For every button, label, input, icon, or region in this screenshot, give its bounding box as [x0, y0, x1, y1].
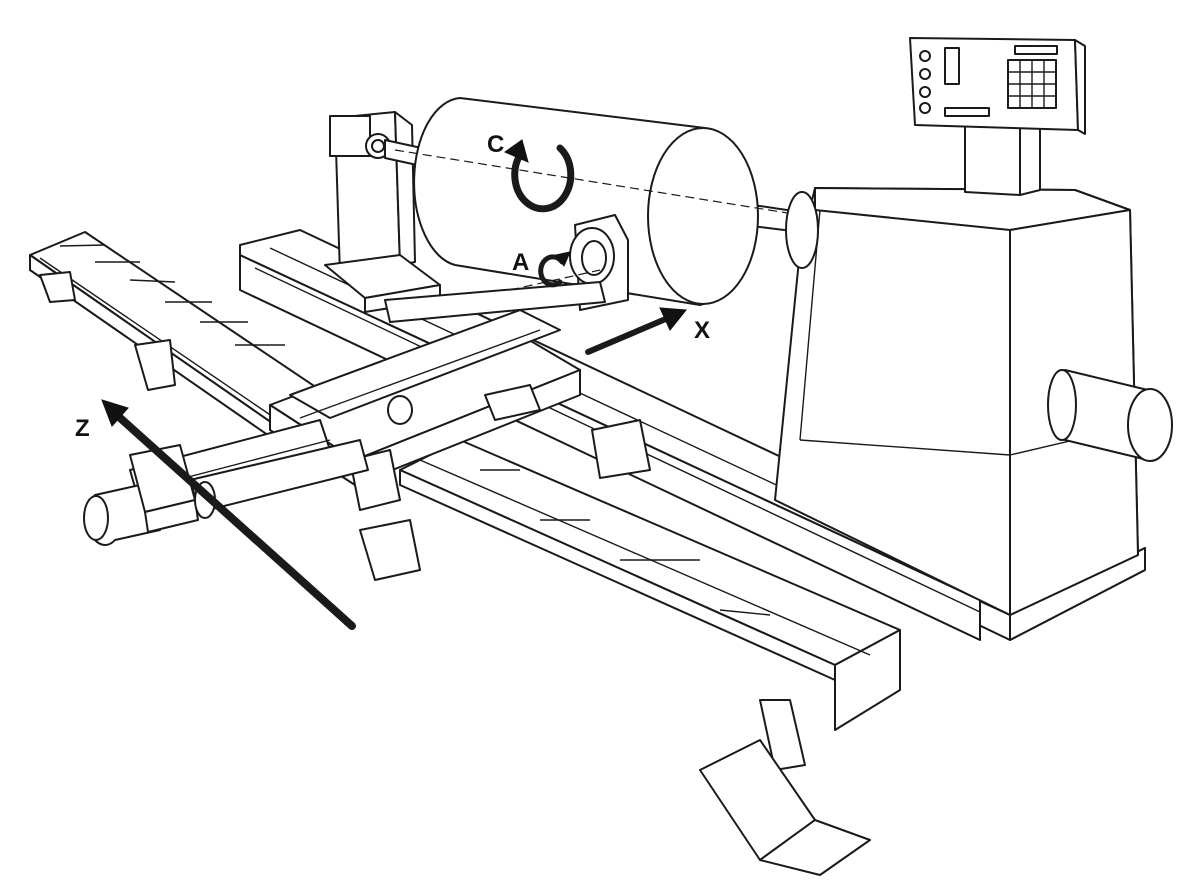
spindle-output-shaft: [1047, 369, 1173, 462]
rotation-a-label: A: [512, 249, 529, 276]
panel-knob-icon: [919, 86, 931, 98]
delivery-eye: [384, 214, 629, 323]
control-panel-mast: [964, 117, 1041, 196]
mandrel-cylinder: [394, 97, 801, 306]
carriage-rail-right: [399, 439, 901, 876]
x-axis-arrow: X: [585, 307, 710, 355]
panel-knob-icon: [919, 50, 931, 62]
keypad: [1007, 59, 1057, 109]
carriage-rail-left: [29, 231, 336, 441]
z-axis-label: Z: [75, 415, 90, 442]
feed-arm: [83, 444, 216, 546]
rotation-a-arrow: A: [512, 249, 571, 288]
rotation-c-label: C: [487, 131, 504, 158]
z-axis-arrow: Z: [75, 399, 356, 630]
x-axis-label: X: [694, 317, 710, 344]
rotation-c-arrow: C: [487, 131, 575, 213]
panel-knob-icon: [919, 102, 931, 114]
panel-knob-icon: [919, 68, 931, 80]
control-panel: [909, 37, 1086, 135]
cross-carriage: [269, 309, 651, 581]
